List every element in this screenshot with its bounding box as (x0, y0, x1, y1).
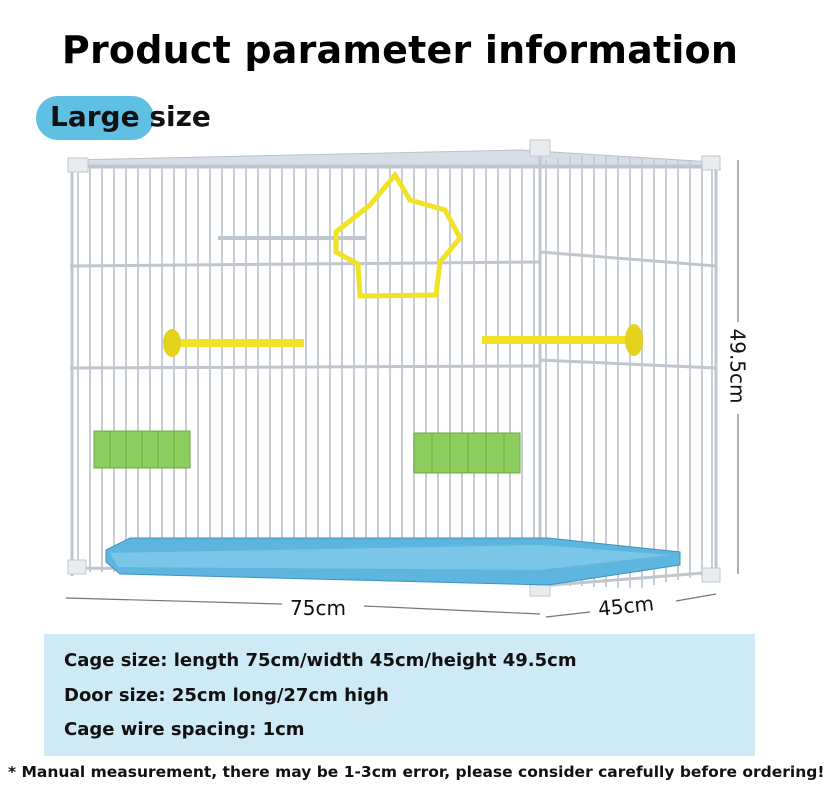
perch-right (482, 324, 643, 356)
perch-left (163, 329, 304, 357)
feeder-right (413, 432, 521, 474)
cage-side-bars (545, 156, 713, 588)
bath-hanger (333, 170, 463, 299)
cage-tray (105, 537, 681, 586)
length-dimension-label: 75cm (290, 596, 346, 620)
dimension-lines (65, 160, 739, 618)
spec-door-size: Door size: 25cm long/27cm high (64, 685, 389, 706)
cage-corner-clips (67, 139, 721, 597)
size-badge-pill (36, 96, 154, 140)
spec-cage-size: Cage size: length 75cm/width 45cm/height… (64, 650, 577, 671)
spec-box: Cage size: length 75cm/width 45cm/height… (44, 634, 755, 756)
height-dimension-label: 49.5cm (725, 328, 750, 404)
bird-cage-image (65, 139, 739, 618)
measurement-note: * Manual measurement, there may be 1-3cm… (8, 763, 824, 781)
cage-door-frame (218, 236, 366, 240)
cage-frame-rails (69, 148, 718, 590)
spec-wire-spacing: Cage wire spacing: 1cm (64, 719, 305, 740)
page-title: Product parameter information (61, 28, 739, 72)
cage-front-bars (77, 165, 535, 580)
feeder-left (93, 430, 191, 469)
size-badge-label: Large size (50, 100, 211, 133)
